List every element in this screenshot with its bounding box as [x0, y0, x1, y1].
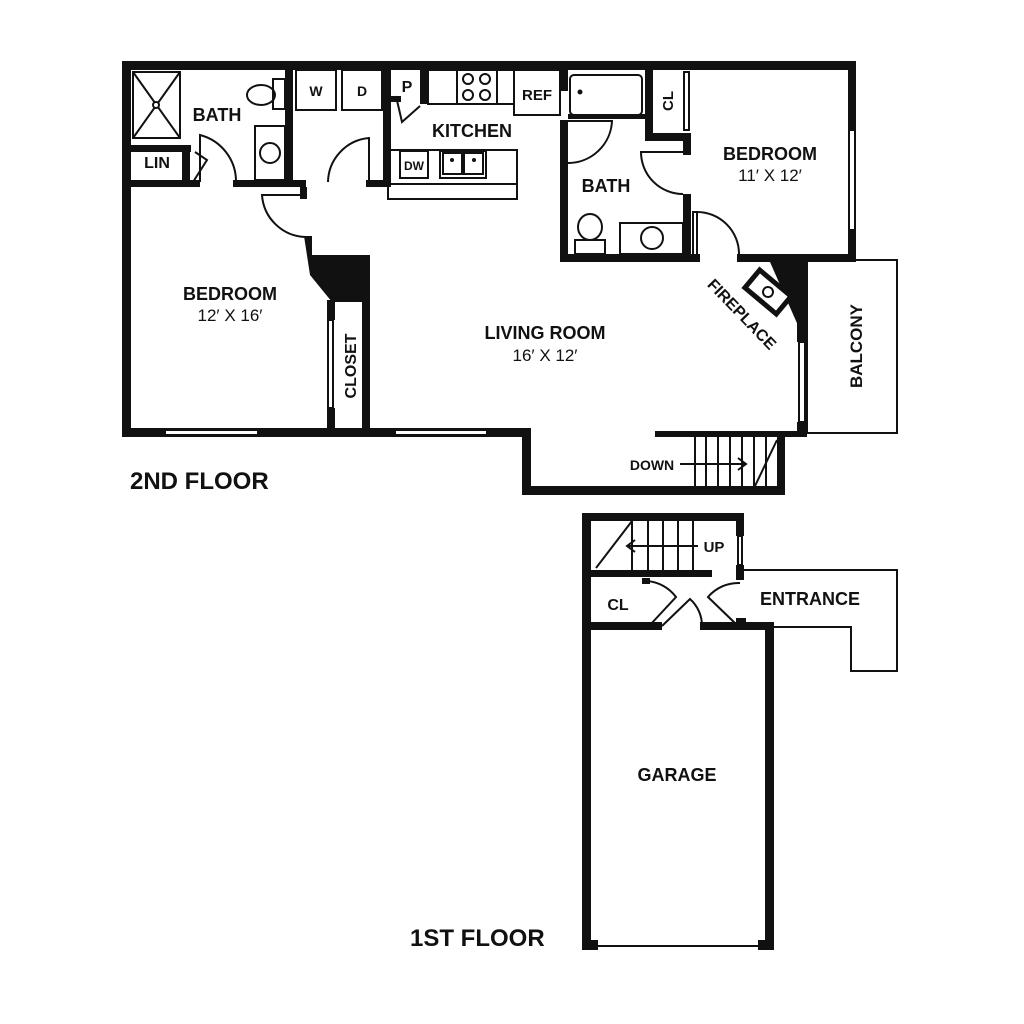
toilet-icon: [246, 78, 286, 110]
toilet-icon: [574, 213, 606, 255]
wall: [522, 428, 531, 495]
label-closet: CLOSET: [343, 333, 360, 398]
room-label-bedroom-1: BEDROOM: [183, 284, 277, 304]
kitchen-sink-icon: [439, 150, 487, 179]
room-size-living-room: 16′ X 12′: [513, 346, 578, 365]
sink-icon: [254, 125, 286, 181]
window: [164, 429, 259, 436]
window: [766, 744, 773, 798]
room-label-bath: BATH: [193, 105, 242, 125]
floor-title-2nd: 2ND FLOOR: [130, 468, 269, 495]
wall: [797, 422, 807, 437]
floor-title-1st: 1ST FLOOR: [410, 925, 545, 952]
first-floor-plan: UP CL ENTRANCE GARAGE 1ST FLOOR: [410, 513, 898, 952]
second-floor-plan: BATH LIN W D P KITCHEN DW REF CL BEDROOM…: [122, 61, 898, 495]
room-label-bedroom-2: BEDROOM: [723, 144, 817, 164]
stairs-up: [595, 520, 698, 570]
wall-left: [122, 61, 131, 437]
fireplace-icon: [741, 266, 795, 318]
wall: [383, 61, 391, 187]
shower-icon: [132, 71, 181, 139]
door: [696, 211, 740, 255]
linen-door: [192, 151, 209, 183]
door: [260, 194, 307, 238]
dishwasher-icon: [399, 150, 429, 179]
door: [327, 136, 370, 183]
washer-icon: [295, 69, 337, 111]
entrance-outline: [744, 569, 898, 672]
label-washer: W: [309, 83, 323, 99]
label-pantry: P: [402, 79, 413, 96]
room-label-living-room: LIVING ROOM: [485, 323, 606, 343]
refrigerator-icon: [513, 69, 561, 116]
sink-icon: [619, 222, 684, 255]
door: [639, 151, 684, 195]
room-label-entrance: ENTRANCE: [760, 589, 860, 609]
window: [737, 535, 743, 566]
stove-icon: [456, 69, 498, 105]
stairs-down: [680, 437, 778, 487]
label-closet-cl: CL: [660, 91, 677, 111]
entry-door: [706, 581, 741, 626]
room-label-kitchen: KITCHEN: [432, 121, 512, 141]
door: [199, 133, 238, 183]
wall: [560, 120, 568, 262]
door: [567, 120, 614, 165]
wall: [285, 61, 293, 187]
wall: [560, 254, 700, 262]
label-stairs-up: UP: [704, 539, 725, 556]
closet-door: [646, 580, 678, 626]
room-label-linen: LIN: [144, 155, 170, 172]
pantry-door: [395, 95, 421, 124]
room-label-bath-2: BATH: [582, 176, 631, 196]
room-size-bedroom-1: 12′ X 16′: [198, 306, 263, 325]
label-balcony: BALCONY: [847, 303, 866, 388]
label-dryer: D: [357, 83, 367, 99]
label-refrigerator: REF: [522, 87, 552, 104]
window: [848, 129, 856, 231]
wall-top: [122, 61, 856, 70]
window: [394, 429, 488, 436]
door: [661, 597, 704, 627]
wall: [655, 431, 807, 437]
wall: [737, 254, 856, 262]
label-dishwasher: DW: [404, 159, 425, 173]
wall: [560, 61, 568, 91]
wall: [777, 432, 785, 495]
bathtub-icon: [569, 74, 643, 116]
wall-bottom-left: [122, 428, 531, 437]
wall: [522, 486, 785, 495]
dryer-icon: [341, 69, 383, 111]
chimney-block: [304, 236, 370, 302]
room-label-garage: GARAGE: [637, 765, 716, 785]
label-stairs-down: DOWN: [630, 457, 674, 473]
label-closet-1st: CL: [607, 597, 629, 614]
sliding-door: [798, 341, 806, 423]
room-size-bedroom-2: 11′ X 12′: [738, 166, 802, 185]
